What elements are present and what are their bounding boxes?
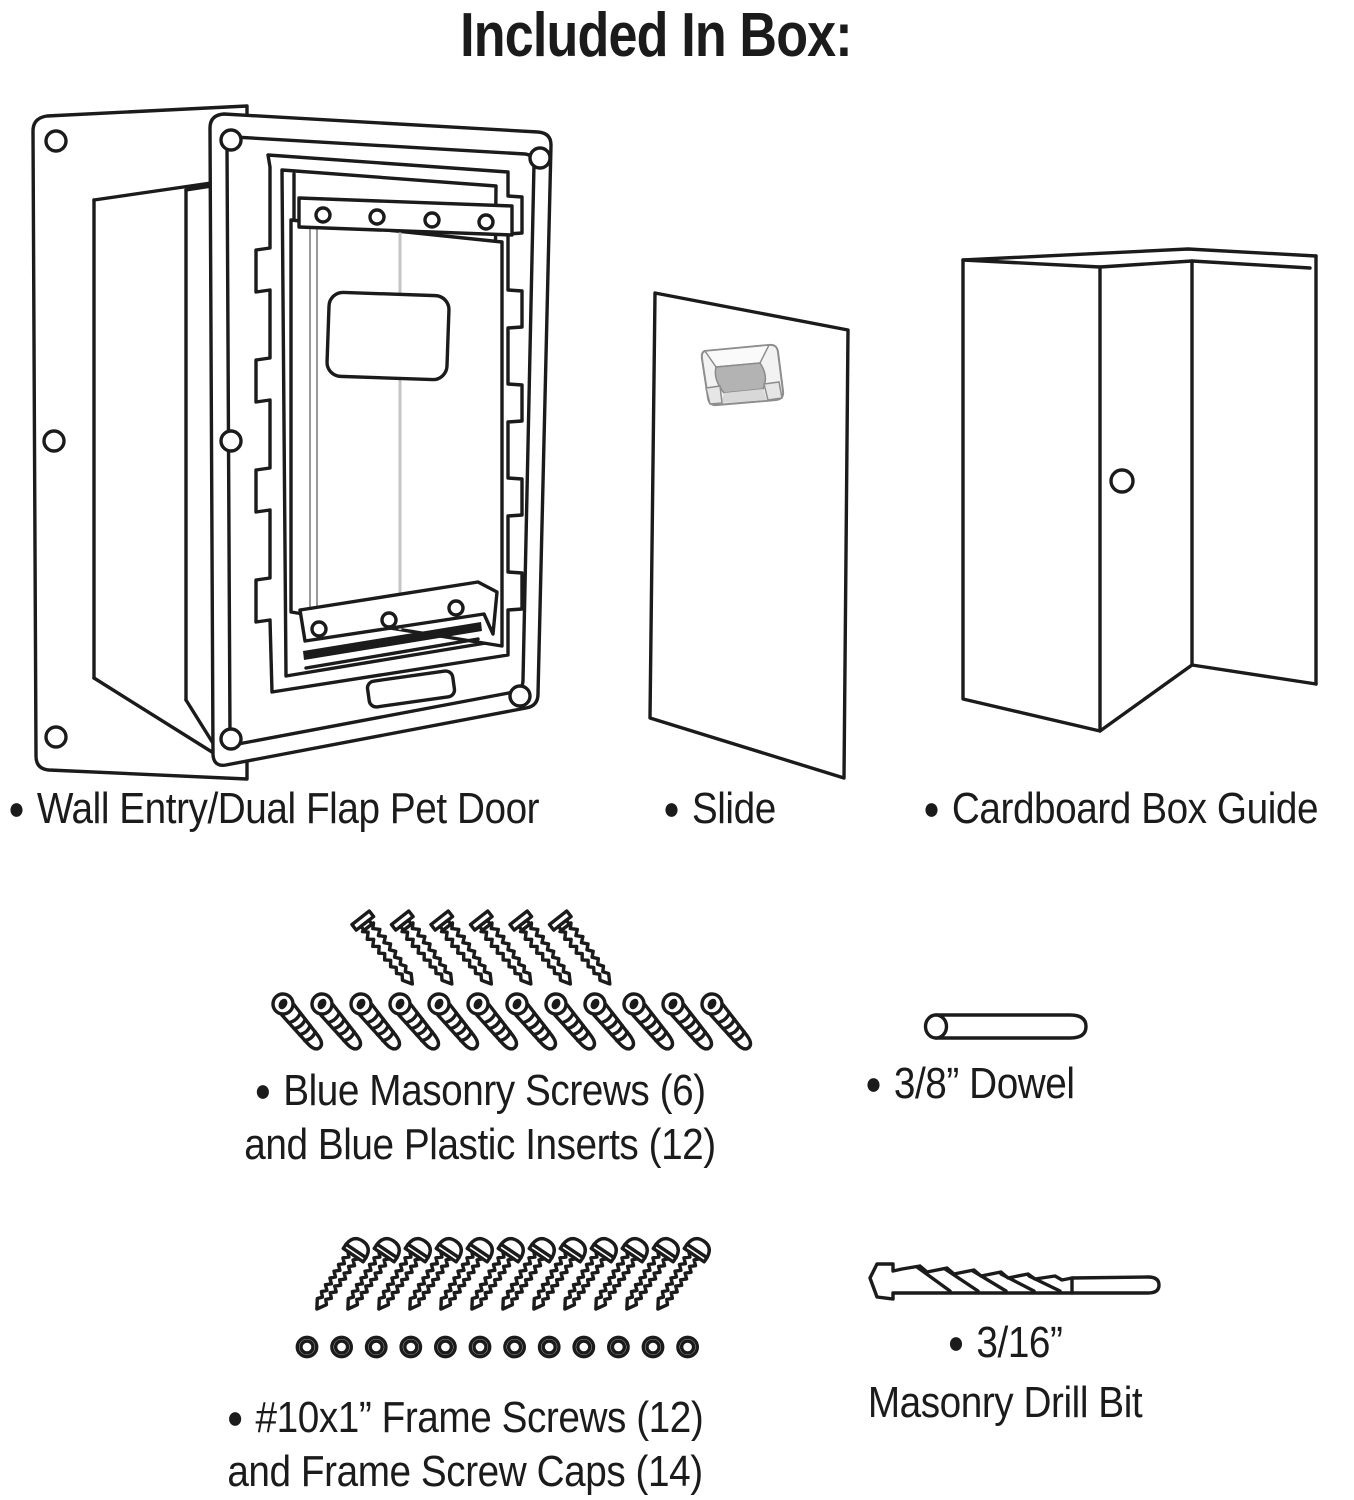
slide-label: ●Slide: [663, 784, 776, 833]
plastic-inserts-row: [267, 988, 758, 1056]
drill-bit-illustration: [868, 1262, 1161, 1301]
frame-screw-cap-icon: [468, 1335, 492, 1359]
frame-screw-cap-icon: [503, 1335, 526, 1359]
frame-screw-cap-icon: [295, 1335, 319, 1359]
frame-screw-cap-icon: [641, 1335, 665, 1359]
frame-screws-label: ●#10x1” Frame Screws (12) and Frame Scre…: [214, 1390, 716, 1499]
frame-screws-row: [305, 1232, 716, 1318]
frame-screw-cap-icon: [330, 1335, 354, 1359]
pet-door-illustration: [31, 104, 553, 781]
dowel-label: ●3/8” Dowel: [865, 1059, 1075, 1108]
masonry-screws-row: [350, 909, 621, 993]
bullet-icon: ●: [254, 1072, 271, 1108]
frame-screw-cap-icon: [364, 1335, 388, 1359]
frame-screw-icon: [305, 1232, 375, 1318]
pet-door-tunnel: [92, 181, 218, 754]
frame-screw-cap-icon: [676, 1335, 699, 1359]
frame-screw-cap-icon: [537, 1335, 561, 1359]
bullet-icon: ●: [8, 790, 25, 826]
bullet-icon: ●: [865, 1065, 882, 1101]
frame-screw-cap-icon: [433, 1335, 457, 1359]
bullet-icon: ●: [226, 1399, 244, 1435]
box-guide-illustration: [961, 247, 1318, 733]
pet-door-nameplate: [365, 669, 457, 709]
slide-illustration: [648, 291, 850, 780]
page-title: Included In Box:: [460, 1, 852, 70]
frame-caps-row: [295, 1335, 699, 1359]
frame-screw-cap-icon: [572, 1335, 596, 1359]
pet-door-flap: [289, 218, 504, 648]
dowel-illustration: [923, 1013, 1088, 1040]
pet-door-back-frame: [31, 104, 249, 781]
box-guide-hole: [1109, 468, 1135, 494]
drill-bit-label: ●3/16” Masonry Drill Bit: [860, 1312, 1150, 1433]
bullet-icon: ●: [663, 790, 680, 826]
slide-handle: [700, 343, 785, 407]
pet-door-top-bar: [297, 196, 514, 237]
bullet-icon: ●: [947, 1324, 965, 1360]
pet-door-label: ●Wall Entry/Dual Flap Pet Door: [8, 784, 540, 833]
frame-screw-cap-icon: [607, 1335, 630, 1359]
pet-door-bottom-bar: [298, 580, 499, 709]
frame-screw-cap-icon: [399, 1335, 423, 1359]
box-guide-label: ●Cardboard Box Guide: [923, 784, 1319, 833]
flap-window: [325, 290, 451, 382]
masonry-screws-label: ●Blue Masonry Screws (6) and Blue Plasti…: [229, 1063, 731, 1172]
bullet-icon: ●: [923, 790, 940, 826]
